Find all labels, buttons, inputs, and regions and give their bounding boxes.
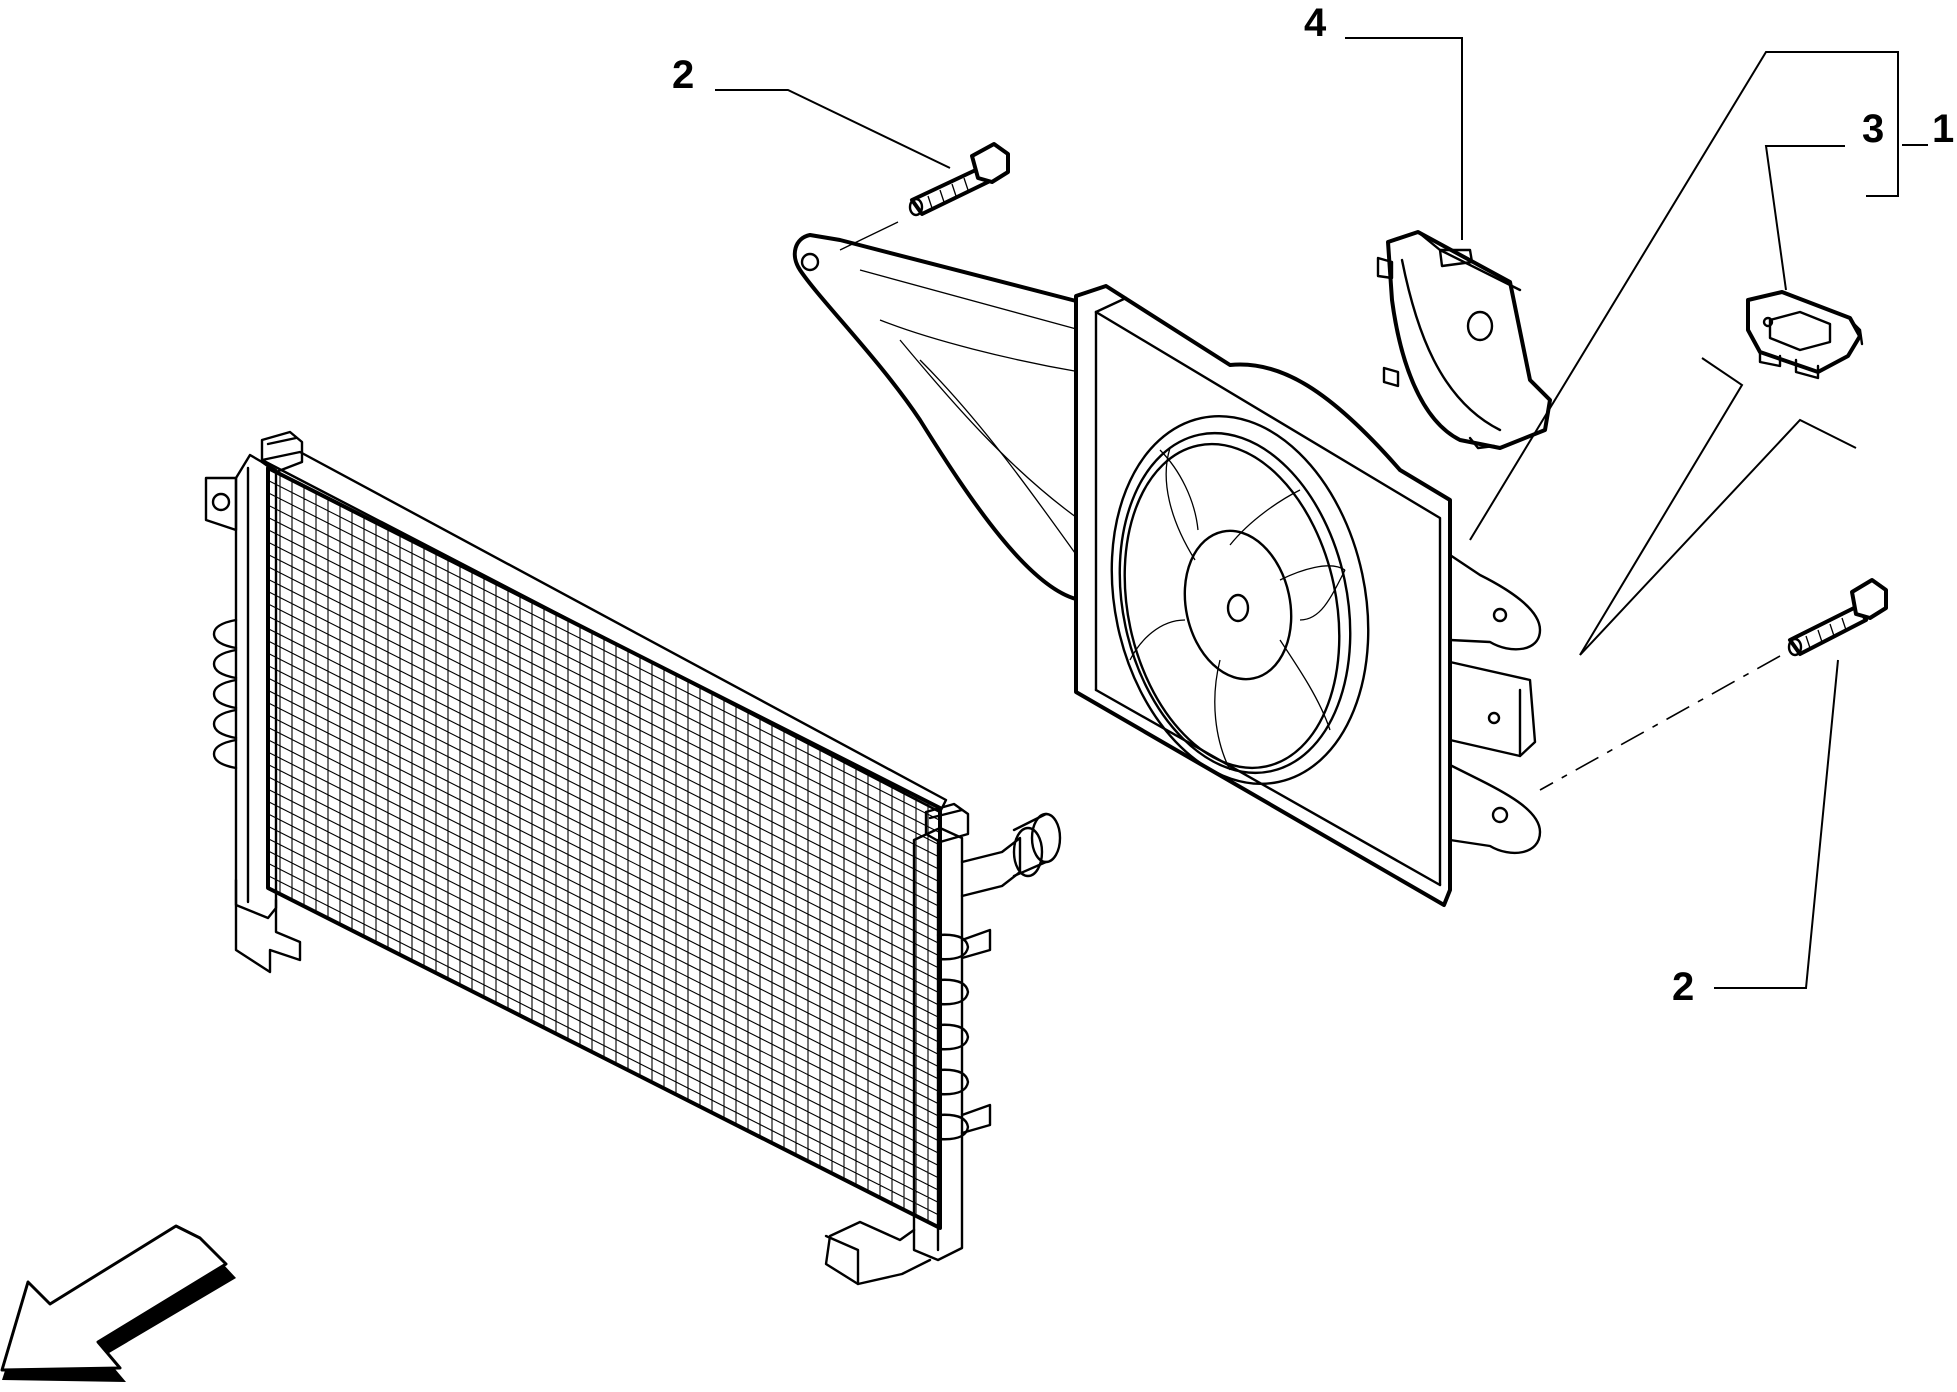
radiator-left-clip xyxy=(260,430,304,474)
fan-shroud-wing xyxy=(792,233,1082,602)
bolt-bottom xyxy=(1787,578,1888,657)
fan-motor-cover xyxy=(1376,230,1552,450)
bolt-top xyxy=(908,142,1010,217)
radiator-core-lines xyxy=(267,474,941,1222)
radiator-right-foot xyxy=(824,1220,932,1286)
fan-shroud-ear-top xyxy=(1448,553,1542,651)
radiator-left-tank xyxy=(234,453,278,920)
radiator-core-grid xyxy=(267,474,941,1222)
callout-1: 1 xyxy=(1932,107,1954,151)
fan-blades xyxy=(1129,447,1346,771)
fan-shroud-tab xyxy=(1448,660,1537,758)
callout-4: 4 xyxy=(1304,1,1327,45)
fan-assembly xyxy=(792,233,1542,907)
callout-2-top: 2 xyxy=(672,53,694,97)
radiator-left-foot xyxy=(234,878,302,974)
resistor-connector-body xyxy=(1746,290,1862,374)
direction-arrow-icon xyxy=(0,1224,236,1382)
radiator-left-bracket xyxy=(204,476,238,532)
radiator-right-tank xyxy=(912,826,964,1262)
callout-2-bottom: 2 xyxy=(1672,965,1694,1009)
resistor-connector xyxy=(1746,290,1864,380)
radiator-right-clip xyxy=(924,802,970,844)
radiator xyxy=(204,430,1062,1286)
radiator-outlet-pipe xyxy=(960,836,1022,898)
leader-lines xyxy=(715,37,1928,989)
fan-hub xyxy=(1183,529,1293,681)
fan-shroud-frame xyxy=(1074,284,1452,907)
callout-3: 3 xyxy=(1862,107,1884,151)
fan-shroud-ear-bottom xyxy=(1448,763,1542,855)
